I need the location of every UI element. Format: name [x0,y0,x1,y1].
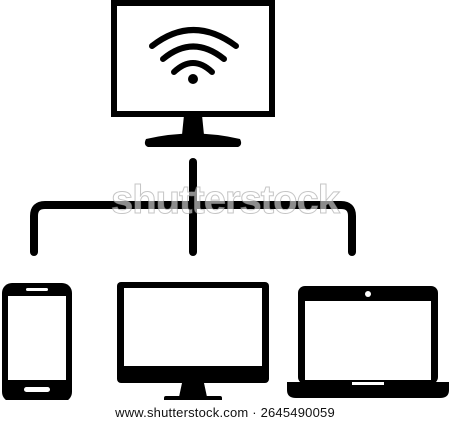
wifi-icon [149,27,239,75]
laptop-screen [305,301,431,380]
connector-lines [30,158,356,256]
footer-bar [0,400,450,424]
laptop-base [287,382,449,398]
smartphone-icon [2,283,72,402]
laptop-camera [365,291,371,297]
laptop-notch [352,382,384,385]
desktop-monitor-icon [117,282,269,402]
hub-stand-base [144,133,242,147]
wifi-arc-outer [149,27,239,49]
hub-stand-neck [182,115,204,135]
wifi-dot [188,74,198,84]
wifi-monitor-icon [111,0,275,147]
desktop-screen [124,288,262,366]
hub-screen [111,0,275,117]
laptop-icon [287,286,449,398]
wifi-arc-inner [171,60,215,75]
wifi-arc-middle [160,43,227,62]
desktop-stand-neck [179,383,207,397]
phone-home-button [24,387,50,392]
phone-speaker [26,288,48,291]
branch-line [30,201,356,256]
stock-id-caption: www.shutterstock.com · 2645490059 [115,405,335,420]
phone-screen [8,296,66,380]
